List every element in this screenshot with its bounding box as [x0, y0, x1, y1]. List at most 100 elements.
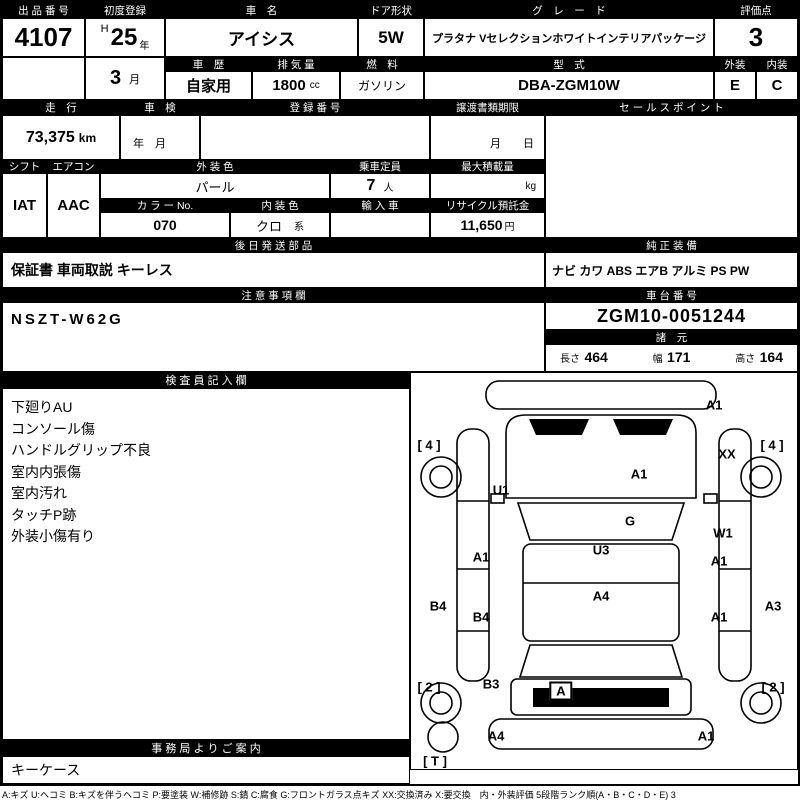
width-group: 幅 171: [653, 349, 691, 367]
damage-label-rear-bumper-a4: A4: [487, 728, 505, 744]
exterior-grade-value: E: [714, 71, 756, 100]
inspection-header: 車 検: [120, 100, 200, 115]
inspector-note-4: 室内内張傷: [11, 463, 81, 480]
tire-depth-front-left: [ 4 ]: [417, 437, 441, 453]
width-label: 幅: [652, 354, 663, 365]
car-name-value: アイシス: [165, 18, 358, 57]
capacity-value: 7: [366, 177, 376, 194]
door-shape-header: ドア形状: [358, 2, 424, 18]
dimensions-cell: 長さ 464 幅 171 高さ 164: [545, 344, 798, 372]
color-no-value: 070: [100, 212, 230, 238]
import-value: [330, 212, 430, 238]
exhibit-no-empty-cell: [2, 57, 85, 100]
inspector-note-6: タッチP跡: [11, 506, 77, 523]
aircon-value: AAC: [47, 173, 100, 238]
inspector-note-3: ハンドルグリップ不良: [11, 442, 151, 458]
tailgate-shape: [510, 678, 692, 716]
score-value: 3: [714, 18, 798, 57]
damage-label-right-fender-xx: XX: [718, 446, 736, 462]
exterior-color-header: 外 装 色: [100, 160, 330, 173]
height-value: 164: [759, 349, 783, 365]
shift-header: シフト: [2, 160, 47, 173]
inspector-notes-header: 検 査 員 記 入 欄: [2, 372, 410, 388]
front-right-tire: [740, 456, 782, 498]
front-grille-left-shape: [529, 419, 589, 435]
exterior-grade-header: 外装: [714, 57, 756, 71]
tire-depth-front-right: [ 4 ]: [760, 437, 784, 453]
first-registration-month: 3: [109, 67, 122, 89]
genuine-equipment-value: ナビ カワ ABS エアB アルミ PS PW: [545, 252, 798, 288]
aircon-header: エアコン: [47, 160, 100, 173]
displacement-cell: 1800 cc: [252, 71, 340, 100]
era-letter: H: [100, 23, 109, 35]
interior-color-header: 内 装 色: [230, 199, 330, 212]
model-code-value: DBA-ZGM10W: [424, 71, 714, 100]
first-registration-header: 初度登録: [85, 2, 165, 18]
transfer-deadline-value: 月 日: [430, 115, 545, 160]
rear-left-tire: [420, 682, 462, 724]
exhibit-no-value: 4107: [2, 18, 85, 57]
first-registration-year: 25: [110, 23, 138, 51]
sales-point-value: [545, 115, 798, 238]
recycle-deposit-cell: 11,650 円: [430, 212, 545, 238]
inspector-note-1: 下廻りAU: [11, 399, 73, 415]
fuel-header: 燃 料: [340, 57, 424, 71]
right-mirror-shape: [703, 493, 718, 504]
length-label: 長さ: [560, 354, 580, 365]
max-load-cell: kg: [430, 173, 545, 199]
registration-no-header: 登 録 番 号: [200, 100, 430, 115]
fuel-value: ガソリン: [340, 71, 424, 100]
genuine-equipment-header: 純 正 装 備: [545, 238, 798, 252]
caution-notes-header: 注 意 事 項 欄: [2, 288, 545, 302]
front-left-tire: [420, 456, 462, 498]
chassis-no-header: 車 台 番 号: [545, 288, 798, 302]
max-load-unit: kg: [525, 180, 536, 192]
damage-label-windshield-g: G: [624, 513, 636, 529]
caution-notes-value: NSZT-W62G: [2, 302, 545, 372]
capacity-header: 乗車定員: [330, 160, 430, 173]
inspector-notes-box: 下廻りAU コンソール傷 ハンドルグリップ不良 室内内張傷 室内汚れ タッチP跡…: [2, 388, 410, 740]
exhibit-no-header: 出 品 番 号: [2, 2, 85, 18]
damage-label-left-sill-b4: B4: [429, 598, 447, 614]
shift-value: IAT: [2, 173, 47, 238]
inspector-note-5: 室内汚れ: [11, 485, 67, 501]
interior-grade-value: C: [756, 71, 798, 100]
damage-label-roof-a4: A4: [592, 588, 610, 604]
tire-depth-rear-left: [ 2 ]: [417, 679, 441, 695]
car-name-header: 車 名: [165, 2, 358, 18]
damage-label-right-rear-door-a1: A1: [710, 609, 728, 625]
max-load-header: 最大積載量: [430, 160, 545, 173]
later-shipped-parts-value: 保証書 車両取説 キーレス: [2, 252, 545, 288]
registration-no-value: [200, 115, 430, 160]
color-no-header: カ ラ ー No.: [100, 199, 230, 212]
month-unit: 月: [129, 73, 141, 86]
model-code-header: 型 式: [424, 57, 714, 71]
windshield-shape: [516, 502, 686, 541]
damage-label-front-bumper-a1: A1: [705, 397, 723, 413]
grade-value: プラタナ Vセレクションホワイトインテリアパッケージ: [424, 18, 714, 57]
exterior-color-value: パール: [100, 173, 330, 199]
interior-color-value: クロ: [255, 218, 282, 234]
damage-label-right-quarter-a3: A3: [764, 598, 782, 614]
mileage-value: 73,375: [25, 128, 75, 146]
dimensions-header: 諸 元: [545, 330, 798, 344]
left-mirror-shape: [490, 493, 505, 504]
mileage-unit: km: [78, 130, 97, 145]
first-registration-month-cell: 3 月: [85, 57, 165, 100]
inspection-value: 年 月: [120, 115, 200, 160]
rear-bumper-shape: [488, 718, 714, 750]
sales-point-header: セ ー ル ス ポ イ ン ト: [545, 100, 798, 115]
interior-color-unit: 系: [294, 221, 304, 233]
displacement-unit: cc: [309, 80, 320, 91]
car-damage-diagram: A1 [ 4 ] [ 4 ] XX U1 A1 G W1 U3 A1 A1 A4…: [410, 372, 798, 770]
damage-code-legend: A:キズ U:ヘコミ B:キズを伴うヘコミ P:要塗装 W:補修跡 S:錆 C:…: [2, 790, 676, 800]
capacity-unit: 人: [383, 182, 394, 194]
tire-depth-rear-right: [ 2 ]: [761, 679, 785, 695]
import-header: 輸 入 車: [330, 199, 430, 212]
rear-glass-shape: [518, 644, 684, 678]
displacement-value: 1800: [272, 77, 306, 94]
mileage-cell: 73,375 km: [2, 115, 120, 160]
rear-right-tire: [740, 682, 782, 724]
left-side-panel-shape: [456, 428, 490, 682]
